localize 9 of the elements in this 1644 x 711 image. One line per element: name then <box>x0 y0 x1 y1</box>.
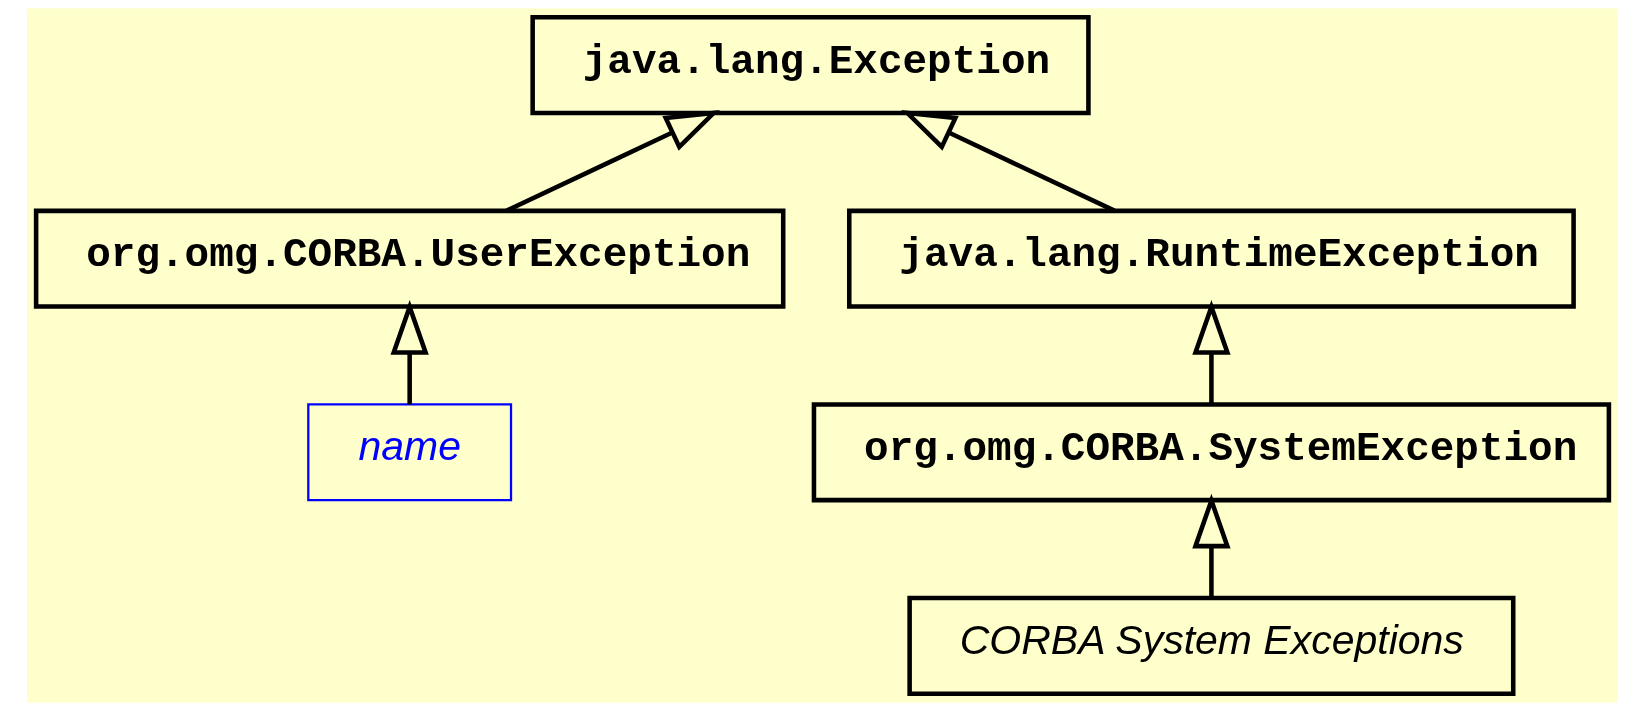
node-box: CORBA System Exceptions <box>906 595 1515 696</box>
node-box: org.omg.CORBA.SystemException <box>811 402 1611 503</box>
node-box: org.omg.CORBA.UserException <box>33 208 785 309</box>
node-box: java.lang.RuntimeException <box>846 208 1576 309</box>
arrow <box>1191 493 1231 598</box>
arrow <box>390 300 429 405</box>
node-box: java.lang.Exception <box>529 15 1091 116</box>
node-box: name <box>306 403 512 502</box>
arrow <box>1191 300 1231 405</box>
